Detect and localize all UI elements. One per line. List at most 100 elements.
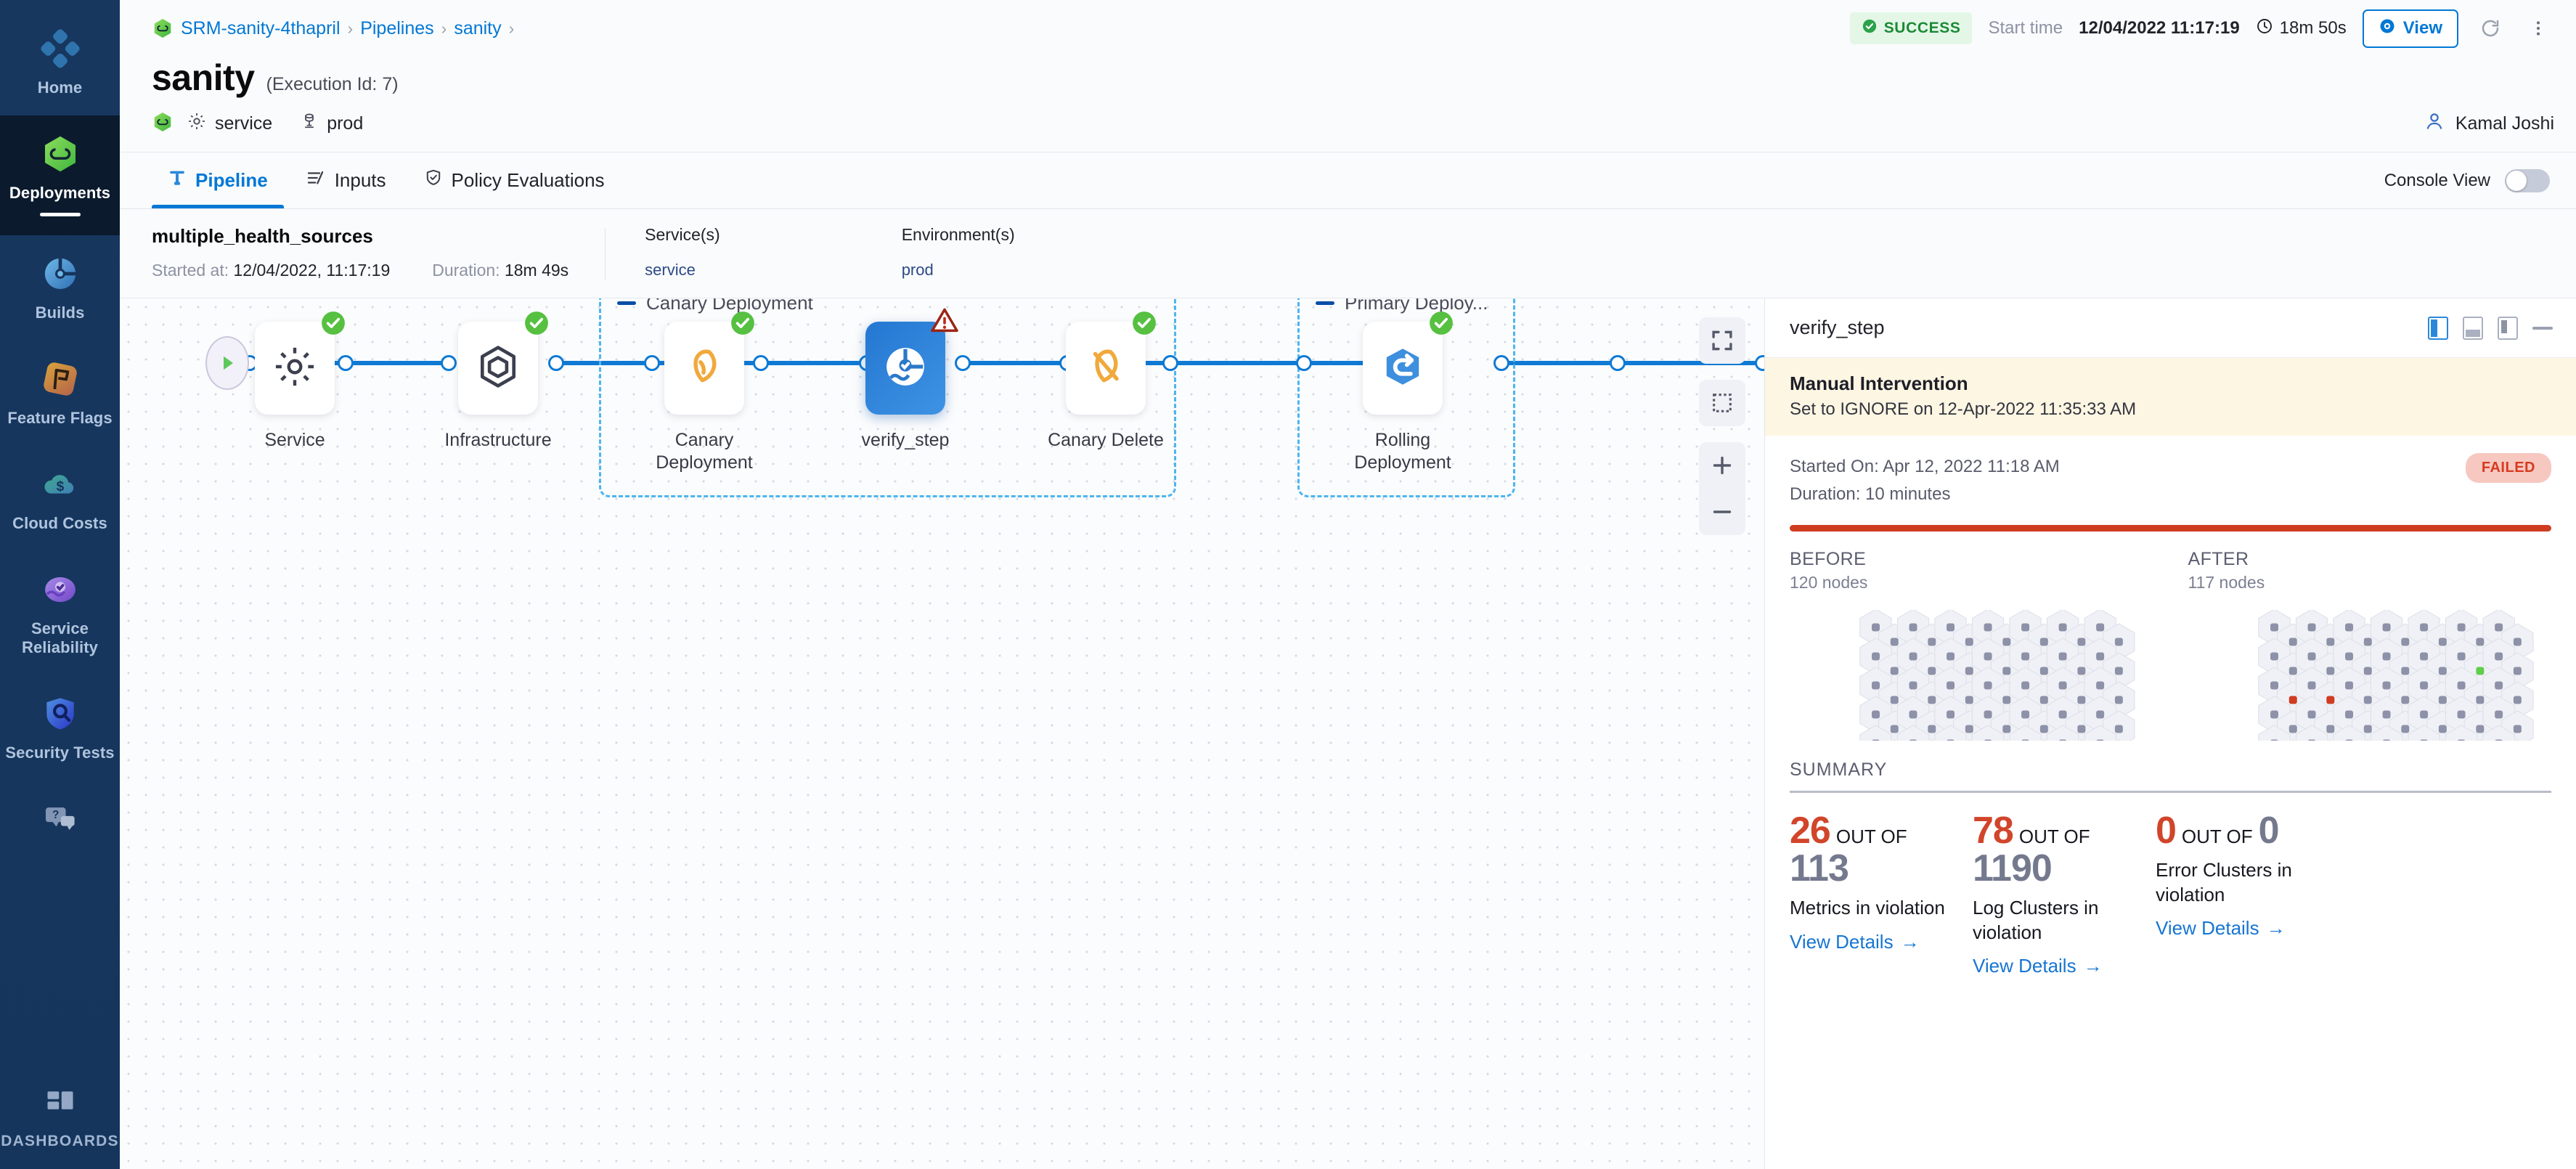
sidebar-item-feature-flags[interactable]: Feature Flags [0,341,120,446]
page-header: SRM-sanity-4thapril › Pipelines › sanity… [120,0,2576,152]
environment-chip[interactable]: prod [300,111,363,137]
zoom-out-icon[interactable] [1699,489,1745,535]
tab-pipeline[interactable]: Pipeline [152,152,284,208]
sidebar-item-home[interactable]: Home [0,10,120,115]
summary-metrics: 26 OUT OF 113 Metrics in violation View … [1790,812,2551,978]
status-badge-failed: FAILED [2465,453,2551,483]
page-title: sanity [152,57,255,98]
node-box[interactable] [1363,311,1453,415]
stage-name: multiple_health_sources [152,225,373,247]
more-vertical-icon[interactable] [2522,12,2554,44]
sidebar-item-security-tests[interactable]: Security Tests [0,675,120,781]
edge [1165,361,1311,365]
check-circle-icon [1862,18,1878,38]
canary-delete-icon [1083,344,1128,393]
failure-progress-bar [1790,524,2551,531]
collapse-dash-icon[interactable] [617,301,636,305]
tab-label: Pipeline [195,169,268,191]
node-box[interactable] [458,311,548,415]
node-box[interactable] [1066,311,1156,415]
panel-narrow-icon[interactable] [2498,316,2518,340]
svg-text:?: ? [52,810,59,822]
environments-value[interactable]: prod [901,261,934,279]
help-chat-icon: ? [39,798,81,840]
after-column: AFTER 117 nodes [2188,549,2552,741]
breadcrumb-separator: › [347,18,354,38]
tab-inputs[interactable]: Inputs [290,152,402,208]
sidebar-item-builds[interactable]: Builds [0,235,120,341]
breadcrumb-separator: › [508,18,515,38]
before-header: BEFORE [1790,548,1867,569]
pipeline-node-canary-delete[interactable]: Canary Delete [1048,311,1164,450]
canvas-toolbar [1699,317,1745,535]
panel-meta-left: Started On: Apr 12, 2022 11:18 AM Durati… [1790,453,2060,509]
refresh-icon[interactable] [2474,12,2506,44]
edge [759,361,868,365]
select-area-icon[interactable] [1699,380,1745,426]
pipeline-start-node[interactable] [205,336,249,390]
pipeline-node-rolling-deployment[interactable]: Rolling Deployment [1354,311,1453,473]
sidebar-item-dashboards[interactable]: DASHBOARDS [0,1064,120,1169]
metric-total: 1190 [1973,847,2053,889]
node-label: Canary Delete [1048,430,1164,450]
sidebar-item-deployments[interactable]: Deployments [0,115,120,235]
sidebar-item-label: Cloud Costs [12,514,107,533]
view-details-link[interactable]: View Details → [1973,955,2103,977]
pipeline-node-infrastructure[interactable]: Infrastructure [444,311,552,450]
user-display[interactable]: Kamal Joshi [2424,110,2554,137]
group-canary-deployment: Canary Deployment [599,298,1176,497]
service-chip[interactable]: service [187,111,272,137]
fit-to-screen-icon[interactable] [1699,317,1745,364]
panel-header: verify_step [1765,298,2576,358]
breadcrumb-project[interactable]: SRM-sanity-4thapril [181,17,341,38]
tab-policy-evaluations[interactable]: Policy Evaluations [408,152,621,208]
view-details-link[interactable]: View Details → [2156,917,2286,940]
arrow-right-icon: → [1900,930,1920,953]
status-success-icon [1131,310,1157,340]
sidebar-item-help[interactable]: ? [0,781,120,868]
node-label: Canary Deployment [656,430,753,473]
breadcrumb-row: SRM-sanity-4thapril › Pipelines › sanity… [152,0,2554,57]
pipeline-node-service[interactable]: Service [255,311,345,450]
node-box[interactable] [255,311,345,415]
view-details-link[interactable]: View Details → [1790,931,1920,953]
panel-bottom-icon[interactable] [2463,316,2483,340]
node-box[interactable] [664,311,754,415]
edge-port [441,355,457,371]
security-tests-shield-icon [39,693,81,735]
banner-subtitle: Set to IGNORE on 12-Apr-2022 11:35:33 AM [1790,399,2137,419]
sidebar-item-service-reliability[interactable]: Service Reliability [0,551,120,675]
services-value[interactable]: service [645,261,696,279]
node-label: verify_step [861,430,950,450]
pipeline-node-verify-step[interactable]: verify_step [862,308,958,450]
breadcrumb-sanity[interactable]: sanity [454,17,502,38]
policy-shield-check-icon [424,168,443,193]
duration-value: 18m 50s [2279,18,2347,38]
node-box[interactable] [865,308,958,415]
zoom-in-icon[interactable] [1699,442,1745,489]
collapse-dash-icon[interactable] [1316,301,1334,305]
sidebar-item-label: Service Reliability [21,619,99,656]
console-view-toggle-group: Console View [2384,168,2550,192]
feature-flags-icon [39,358,81,400]
status-success-icon [320,310,346,340]
breadcrumb-pipelines[interactable]: Pipelines [360,17,434,38]
view-button[interactable]: View [2362,9,2458,48]
pipeline-canvas[interactable]: Canary Deployment Primary Deploy... [120,298,1764,1169]
sidebar-item-cloud-costs[interactable]: $ Cloud Costs [0,446,120,551]
minimize-icon[interactable] [2532,326,2553,330]
view-details-label: View Details [2156,917,2259,940]
arrow-right-icon: → [2266,917,2286,940]
view-button-label: View [2402,18,2442,38]
user-name: Kamal Joshi [2455,113,2554,134]
environments-group: Environment(s) prod [902,225,1015,280]
sidebar-item-label: Security Tests [5,744,115,762]
step-detail-panel: verify_step Manual Intervention Set to I… [1764,298,2576,1169]
banner-title: Manual Intervention [1790,372,1968,394]
pipeline-node-canary-deployment[interactable]: Canary Deployment [656,311,754,473]
edge [555,361,650,365]
breadcrumb: SRM-sanity-4thapril › Pipelines › sanity… [152,17,514,40]
panel-right-icon[interactable] [2428,316,2448,340]
console-view-toggle[interactable] [2505,168,2550,192]
meta-row: service prod Kamal Joshi [152,102,2554,152]
